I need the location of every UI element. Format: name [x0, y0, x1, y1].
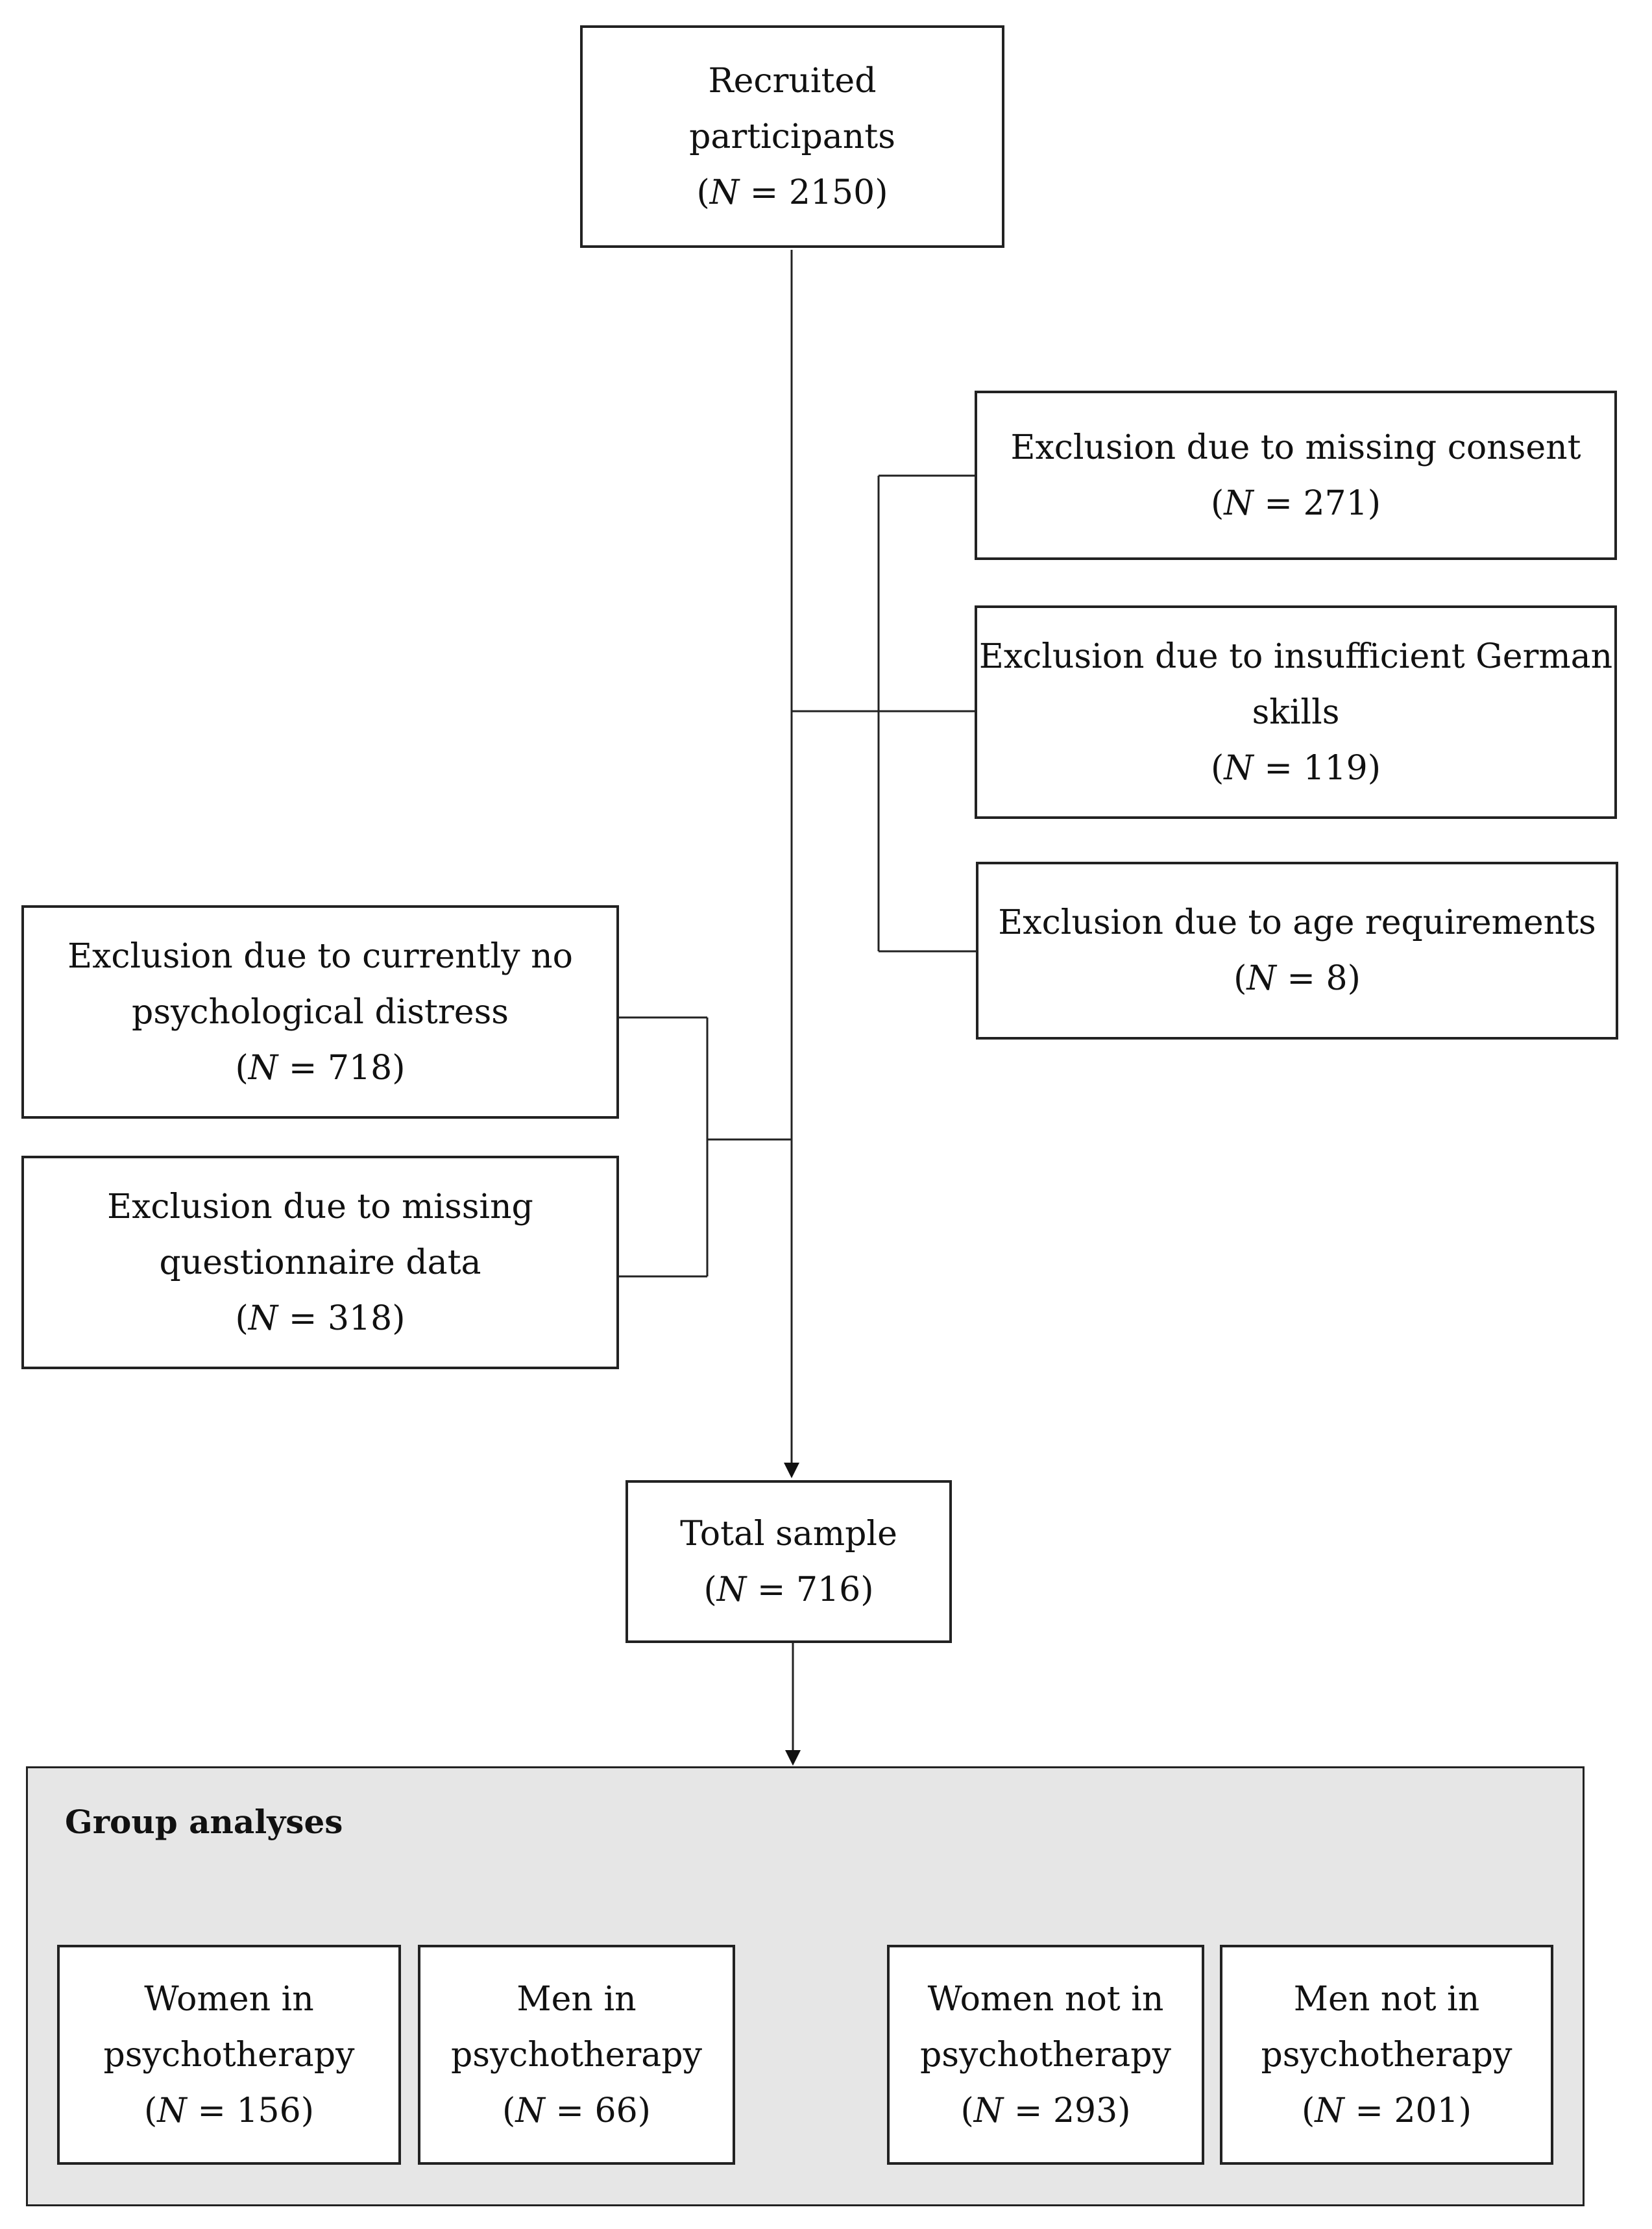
exclusion-missing-consent-box: Exclusion due to missing consent (N = 27… — [975, 391, 1617, 560]
exclusion-no-distress-box: Exclusion due to currently no psychologi… — [21, 905, 619, 1119]
total-sample-label: Total sample — [680, 1514, 897, 1553]
exclusion-distress-label-1: Exclusion due to currently no — [67, 936, 573, 976]
group-men-in-n: (N = 66) — [502, 2091, 651, 2130]
exclusion-german-skills-box: Exclusion due to insufficient German ski… — [975, 605, 1617, 819]
total-sample-box: Total sample (N = 716) — [626, 1480, 952, 1643]
group-women-not-in-psychotherapy: Women not in psychotherapy (N = 293) — [887, 1945, 1204, 2165]
recruited-label-1: Recruited — [708, 61, 877, 101]
exclusion-german-label-1: Exclusion due to insufficient German — [978, 637, 1613, 676]
group-analyses-title: Group analyses — [65, 1803, 343, 1841]
exclusion-consent-label: Exclusion due to missing consent — [1010, 428, 1581, 467]
exclusion-questionnaire-label-1: Exclusion due to missing — [107, 1187, 533, 1226]
group-men-not-in-psychotherapy: Men not in psychotherapy (N = 201) — [1220, 1945, 1553, 2165]
exclusion-missing-questionnaire-box: Exclusion due to missing questionnaire d… — [21, 1156, 619, 1369]
group-women-not-label-1: Women not in — [927, 1979, 1164, 2019]
exclusion-age-box: Exclusion due to age requirements (N = 8… — [976, 862, 1618, 1040]
exclusion-age-label: Exclusion due to age requirements — [998, 903, 1596, 942]
group-men-in-label-2: psychotherapy — [451, 2035, 702, 2075]
group-women-in-label-2: psychotherapy — [103, 2035, 355, 2075]
group-men-not-label-1: Men not in — [1293, 1979, 1480, 2019]
recruited-participants-box: Recruited participants (N = 2150) — [580, 25, 1004, 248]
exclusion-consent-n: (N = 271) — [1211, 483, 1381, 523]
exclusion-distress-label-2: psychological distress — [132, 992, 509, 1032]
group-men-not-n: (N = 201) — [1302, 2091, 1472, 2130]
exclusion-german-label-2: skills — [1252, 692, 1340, 732]
exclusion-questionnaire-label-2: questionnaire data — [159, 1243, 481, 1282]
group-women-not-label-2: psychotherapy — [920, 2035, 1171, 2075]
total-sample-n: (N = 716) — [703, 1570, 874, 1609]
exclusion-german-n: (N = 119) — [1211, 748, 1381, 788]
group-women-not-n: (N = 293) — [960, 2091, 1131, 2130]
group-men-in-label-1: Men in — [516, 1979, 637, 2019]
recruited-label-2: participants — [689, 117, 895, 156]
recruited-n: (N = 2150) — [696, 173, 888, 212]
group-women-in-label-1: Women in — [144, 1979, 314, 2019]
exclusion-distress-n: (N = 718) — [235, 1048, 406, 1088]
exclusion-questionnaire-n: (N = 318) — [235, 1298, 406, 1338]
group-women-in-n: (N = 156) — [144, 2091, 314, 2130]
exclusion-age-n: (N = 8) — [1233, 959, 1361, 998]
group-men-not-label-2: psychotherapy — [1261, 2035, 1512, 2075]
group-men-in-psychotherapy: Men in psychotherapy (N = 66) — [418, 1945, 735, 2165]
group-women-in-psychotherapy: Women in psychotherapy (N = 156) — [57, 1945, 401, 2165]
